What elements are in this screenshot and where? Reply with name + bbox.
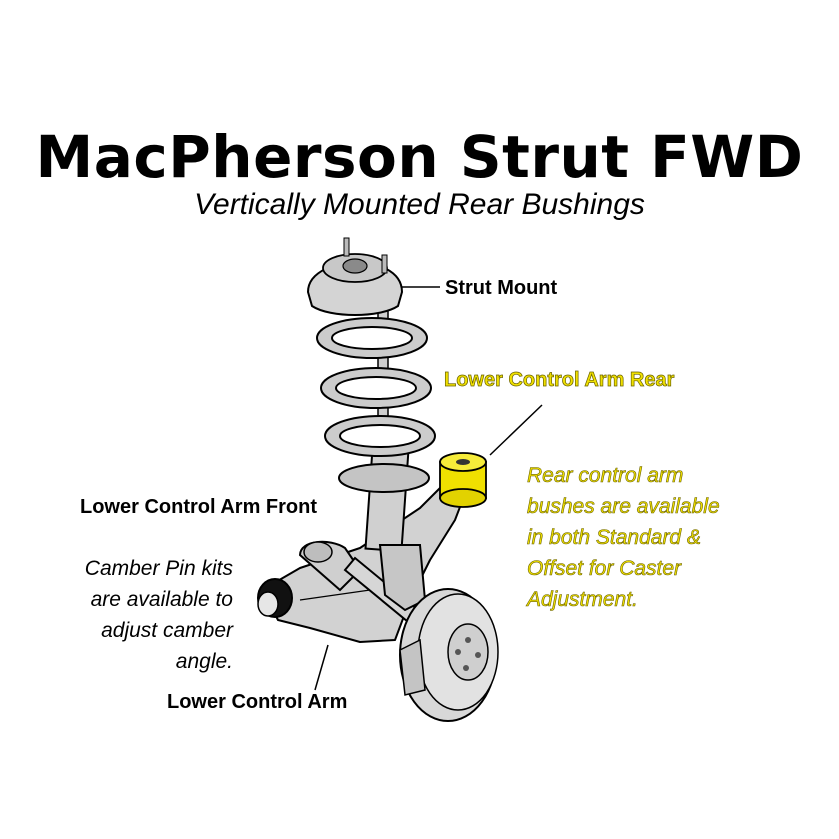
note-rear-line-5: Adjustment. [527, 588, 638, 612]
note-rear-line-1: Rear control arm [527, 464, 684, 488]
note-camber-pin: Camber Pin kits are available to adjust … [85, 553, 233, 677]
note-rear-line-3: in both Standard & [527, 526, 702, 550]
leader-lower-control-arm [314, 644, 329, 691]
rear-bushing-yellow [439, 452, 487, 508]
note-rear-line-4: Offset for Caster [527, 557, 682, 581]
diagram-title: MacPherson Strut FWD [35, 123, 804, 191]
strut-mount-shape [306, 237, 404, 316]
note-camber-line-1: Camber Pin kits [84, 557, 233, 580]
brake-disc [399, 588, 499, 722]
label-lower-control-arm-rear: Lower Control Arm Rear [444, 369, 675, 391]
front-bushing [257, 578, 293, 618]
note-rear-bushes: Rear control arm bushes are available in… [527, 460, 720, 615]
note-camber-line-3: adjust camber [101, 619, 233, 642]
note-camber-line-4: angle. [175, 650, 233, 673]
label-strut-mount: Strut Mount [445, 277, 558, 299]
diagram-subtitle: Vertically Mounted Rear Bushings [194, 188, 645, 221]
label-lower-control-arm-front: Lower Control Arm Front [80, 496, 318, 518]
leader-lower-control-arm-rear [489, 404, 543, 456]
label-lower-control-arm: Lower Control Arm [167, 691, 348, 713]
note-camber-line-2: are available to [90, 588, 233, 611]
note-rear-line-2: bushes are available [527, 495, 720, 519]
coil-spring [316, 317, 436, 493]
